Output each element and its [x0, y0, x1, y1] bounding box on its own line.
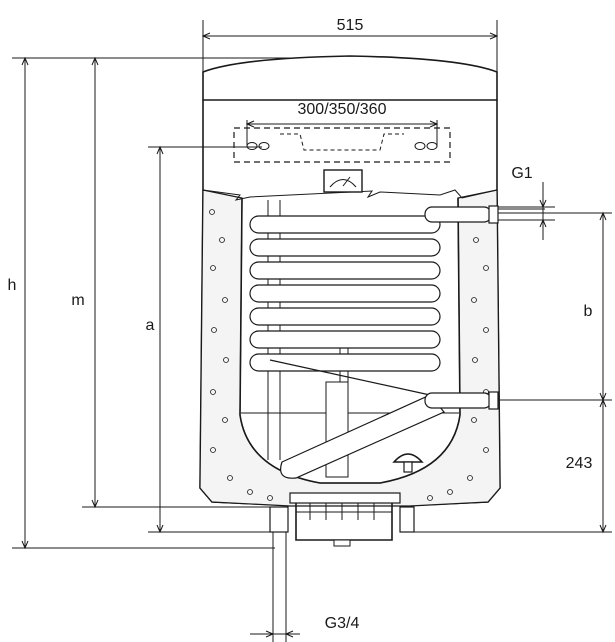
bracket-height-label: a [146, 317, 155, 334]
bracket-spacing-label: 300/350/360 [298, 101, 387, 118]
coil-spacing-label: b [584, 303, 593, 320]
dimension-labels: 515 300/350/360 G1 h m a b 243 G3/4 [8, 17, 593, 632]
mounting-bracket [233, 127, 451, 163]
thermometer-icon [323, 169, 363, 193]
flange-assembly [269, 492, 415, 547]
heating-coil [249, 200, 545, 479]
bottom-pipe-label: G3/4 [325, 615, 360, 632]
dimension-lines [12, 20, 612, 642]
bottom-offset-label: 243 [566, 455, 593, 472]
width-label: 515 [337, 17, 364, 34]
coil-inlet-label: G1 [511, 165, 532, 182]
drain-valve-icon [392, 453, 424, 473]
total-height-label: h [8, 277, 17, 294]
mount-height-label: m [71, 292, 84, 309]
